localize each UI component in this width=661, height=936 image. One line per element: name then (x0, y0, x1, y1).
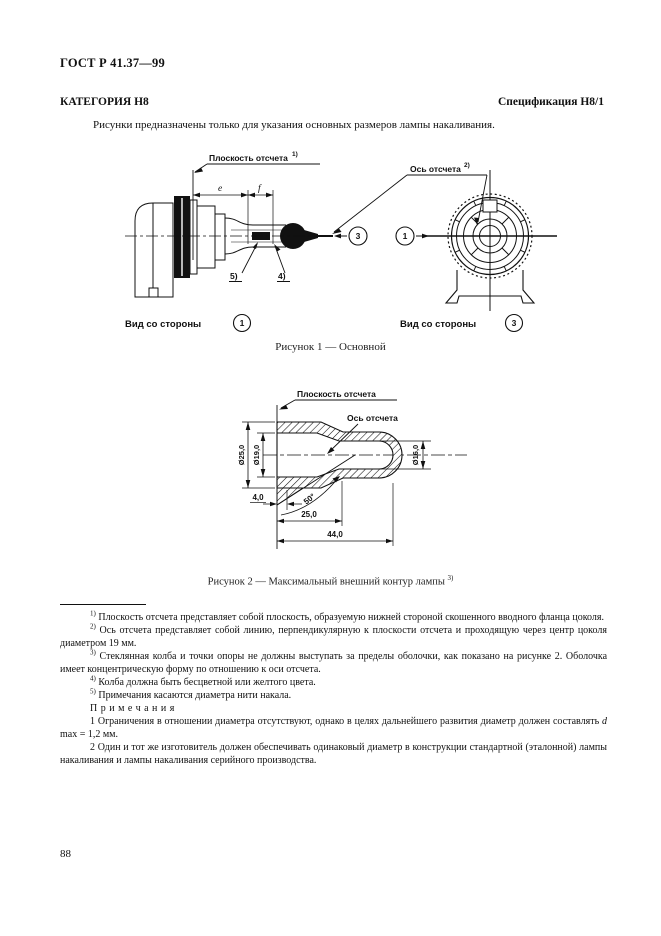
note-1-variable: d (602, 716, 608, 727)
footnote-3-marker: 3) (90, 648, 96, 657)
cone-slant-line (276, 454, 356, 506)
note-1: 1 Ограничения в отношении диаметра отсут… (60, 715, 607, 741)
standard-number: ГОСТ Р 41.37—99 (60, 56, 165, 70)
dim-f-label: f (258, 183, 262, 194)
intro-paragraph: Рисунки предназначены только для указани… (93, 119, 495, 131)
note-1-value: max = 1,2 мм. (60, 729, 119, 740)
notes-heading: Примечания (90, 703, 178, 714)
footnote-2-text: Ось отсчета представляет собой линию, пе… (60, 625, 607, 649)
footnote-5: 5) Примечания касаются диаметра нити нак… (60, 687, 607, 702)
connector-housing-front (444, 270, 536, 304)
callouts: 5) 4) (229, 242, 290, 282)
plane-label: Плоскость отсчета (297, 389, 376, 399)
footnote-4-text: Колба должна быть бесцветной или желтого… (98, 677, 316, 688)
category-title: КАТЕГОРИЯ Н8 (60, 96, 149, 108)
length-dims (263, 481, 394, 546)
lamp-front-view (425, 170, 557, 311)
view-right-label: Вид со стороны (400, 319, 476, 330)
view-right-num: 3 (512, 318, 517, 328)
view-left-num: 1 (240, 318, 245, 328)
specification-title: Спецификация Н8/1 (497, 96, 604, 108)
footnote-4-marker: 4) (90, 674, 96, 683)
dim-25-label: 25,0 (301, 510, 317, 519)
axis-label: Ось отсчета (410, 164, 461, 174)
figure2-caption: Рисунок 2 — Максимальный внешний контур … (0, 574, 661, 588)
figure1-drawing: Плоскость отсчета 1) e f 5) 4) 3 (125, 151, 557, 333)
view-caption-left: Вид со стороны 1 (125, 313, 252, 333)
axis-label-group: Ось отсчета 2) (332, 162, 488, 234)
note-2-num: 2 (90, 742, 95, 753)
lamp-envelope (276, 421, 403, 489)
plane-label: Плоскость отсчета (209, 153, 288, 163)
axis-label-group: Ось отсчета (327, 413, 398, 454)
view-direction-1: 1 (395, 226, 429, 246)
axis-label: Ось отсчета (347, 413, 398, 423)
page-number: 88 (60, 848, 71, 860)
plane-label-sup: 1) (292, 151, 298, 158)
footnote-4: 4) Колба должна быть бесцветной или желт… (60, 674, 607, 689)
note-2-text: Один и тот же изготовитель должен обеспе… (60, 742, 607, 766)
footnote-5-text: Примечания касаются диаметра нити накала… (98, 690, 292, 701)
axis-label-sup: 2) (464, 162, 470, 169)
dim-right-label: Ø16,0 (411, 445, 420, 465)
footnote-5-marker: 5) (90, 687, 96, 696)
note-2: 2 Один и тот же изготовитель должен обес… (60, 741, 607, 767)
footnote-2-marker: 2) (90, 622, 96, 631)
note-1-text: Ограничения в отношении диаметра отсутст… (97, 716, 603, 727)
footnote-separator (60, 604, 146, 605)
figure2-drawing: 50° Плоскость отсчета Ось отсчета Ø25,0 … (237, 389, 467, 549)
plane-label-group: Плоскость отсчета 1) (194, 151, 320, 173)
dim-inner-label: Ø19,0 (252, 445, 261, 465)
dim-44-label: 44,0 (327, 530, 343, 539)
header-row: КАТЕГОРИЯ Н8 Спецификация Н8/1 (60, 96, 604, 108)
footnote-1-marker: 1) (90, 609, 96, 618)
ref-3: 3 (356, 231, 361, 241)
footnote-3: 3) Стеклянная колба и точки опоры не дол… (60, 648, 608, 676)
lamp-side-view (125, 170, 338, 298)
figure2-caption-sup: 3) (447, 574, 454, 582)
view-left-label: Вид со стороны (125, 319, 201, 330)
footnote-2: 2) Ось отсчета представляет собой линию,… (60, 622, 607, 650)
figure1-caption: Рисунок 1 — Основной (275, 341, 386, 353)
dim-angle-label: 50° (302, 492, 317, 507)
figure2-caption-text: Рисунок 2 — Максимальный внешний контур … (207, 576, 445, 588)
dim-outer-label: Ø25,0 (237, 445, 246, 465)
footnote-3-text: Стеклянная колба и точки опоры не должны… (60, 651, 608, 675)
plane-label-group: Плоскость отсчета (279, 389, 397, 410)
dim-4-label: 4,0 (252, 493, 264, 502)
footnote-1: 1) Плоскость отсчета представляет собой … (60, 609, 607, 624)
footnote-1-text: Плоскость отсчета представляет собой пло… (98, 612, 605, 623)
callout-5-label: 5) (230, 271, 238, 281)
ref-1: 1 (403, 231, 408, 241)
view-caption-right: Вид со стороны 3 (400, 313, 524, 333)
dim-e-label: e (218, 184, 222, 194)
view-direction-3: 3 (334, 226, 368, 246)
callout-4-label: 4) (278, 271, 286, 281)
footnotes-block: 1) Плоскость отсчета представляет собой … (60, 604, 607, 767)
note-1-num: 1 (90, 716, 95, 727)
